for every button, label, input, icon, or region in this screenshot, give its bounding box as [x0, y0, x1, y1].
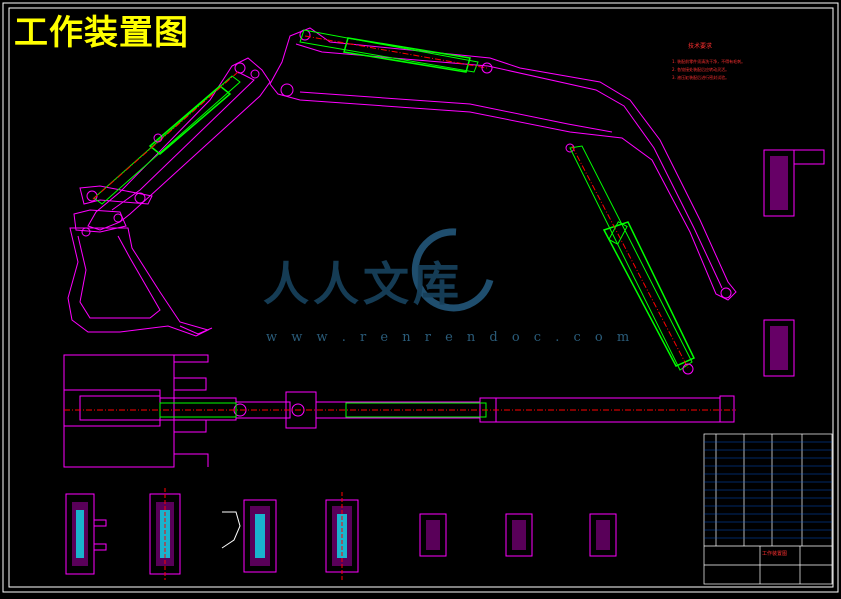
title-block-rows [704, 441, 832, 539]
title-block [703, 433, 833, 585]
stick-arm [87, 57, 271, 231]
tech-note-1: 1. 装配前零件须清洗干净，不得有毛刺。 [672, 59, 746, 64]
stick-cylinder [91, 71, 241, 205]
section-views [65, 488, 617, 580]
section-e [419, 513, 447, 557]
inner-border [8, 7, 834, 588]
bucket [67, 213, 213, 337]
boom [269, 27, 737, 301]
watermark-url: w w w . r e n r e n d o c . c o m [266, 330, 635, 345]
section-f [505, 513, 533, 557]
watermark-text: 人人文库 [263, 257, 463, 311]
section-c [221, 499, 277, 573]
title-block-drawing-name: 工作装置图 [762, 551, 788, 557]
section-a [65, 493, 107, 575]
right-detail-sections [763, 149, 825, 377]
section-d [325, 492, 359, 580]
bucket-cylinder [569, 145, 696, 375]
section-g [589, 513, 617, 557]
watermark-emblem [411, 228, 494, 312]
drawing-title: 工作装置图 [14, 13, 189, 53]
tech-note-2: 2. 各铰接处装配后应转动灵活。 [672, 67, 730, 72]
section-b [149, 488, 181, 580]
plan-view [63, 354, 735, 468]
tech-note-3: 3. 液压缸装配后进行密封试验。 [672, 75, 730, 80]
plan-view-cylinders [64, 402, 736, 418]
tech-notes-heading: 技术要求 [688, 43, 713, 50]
boom-cylinder [299, 29, 493, 74]
